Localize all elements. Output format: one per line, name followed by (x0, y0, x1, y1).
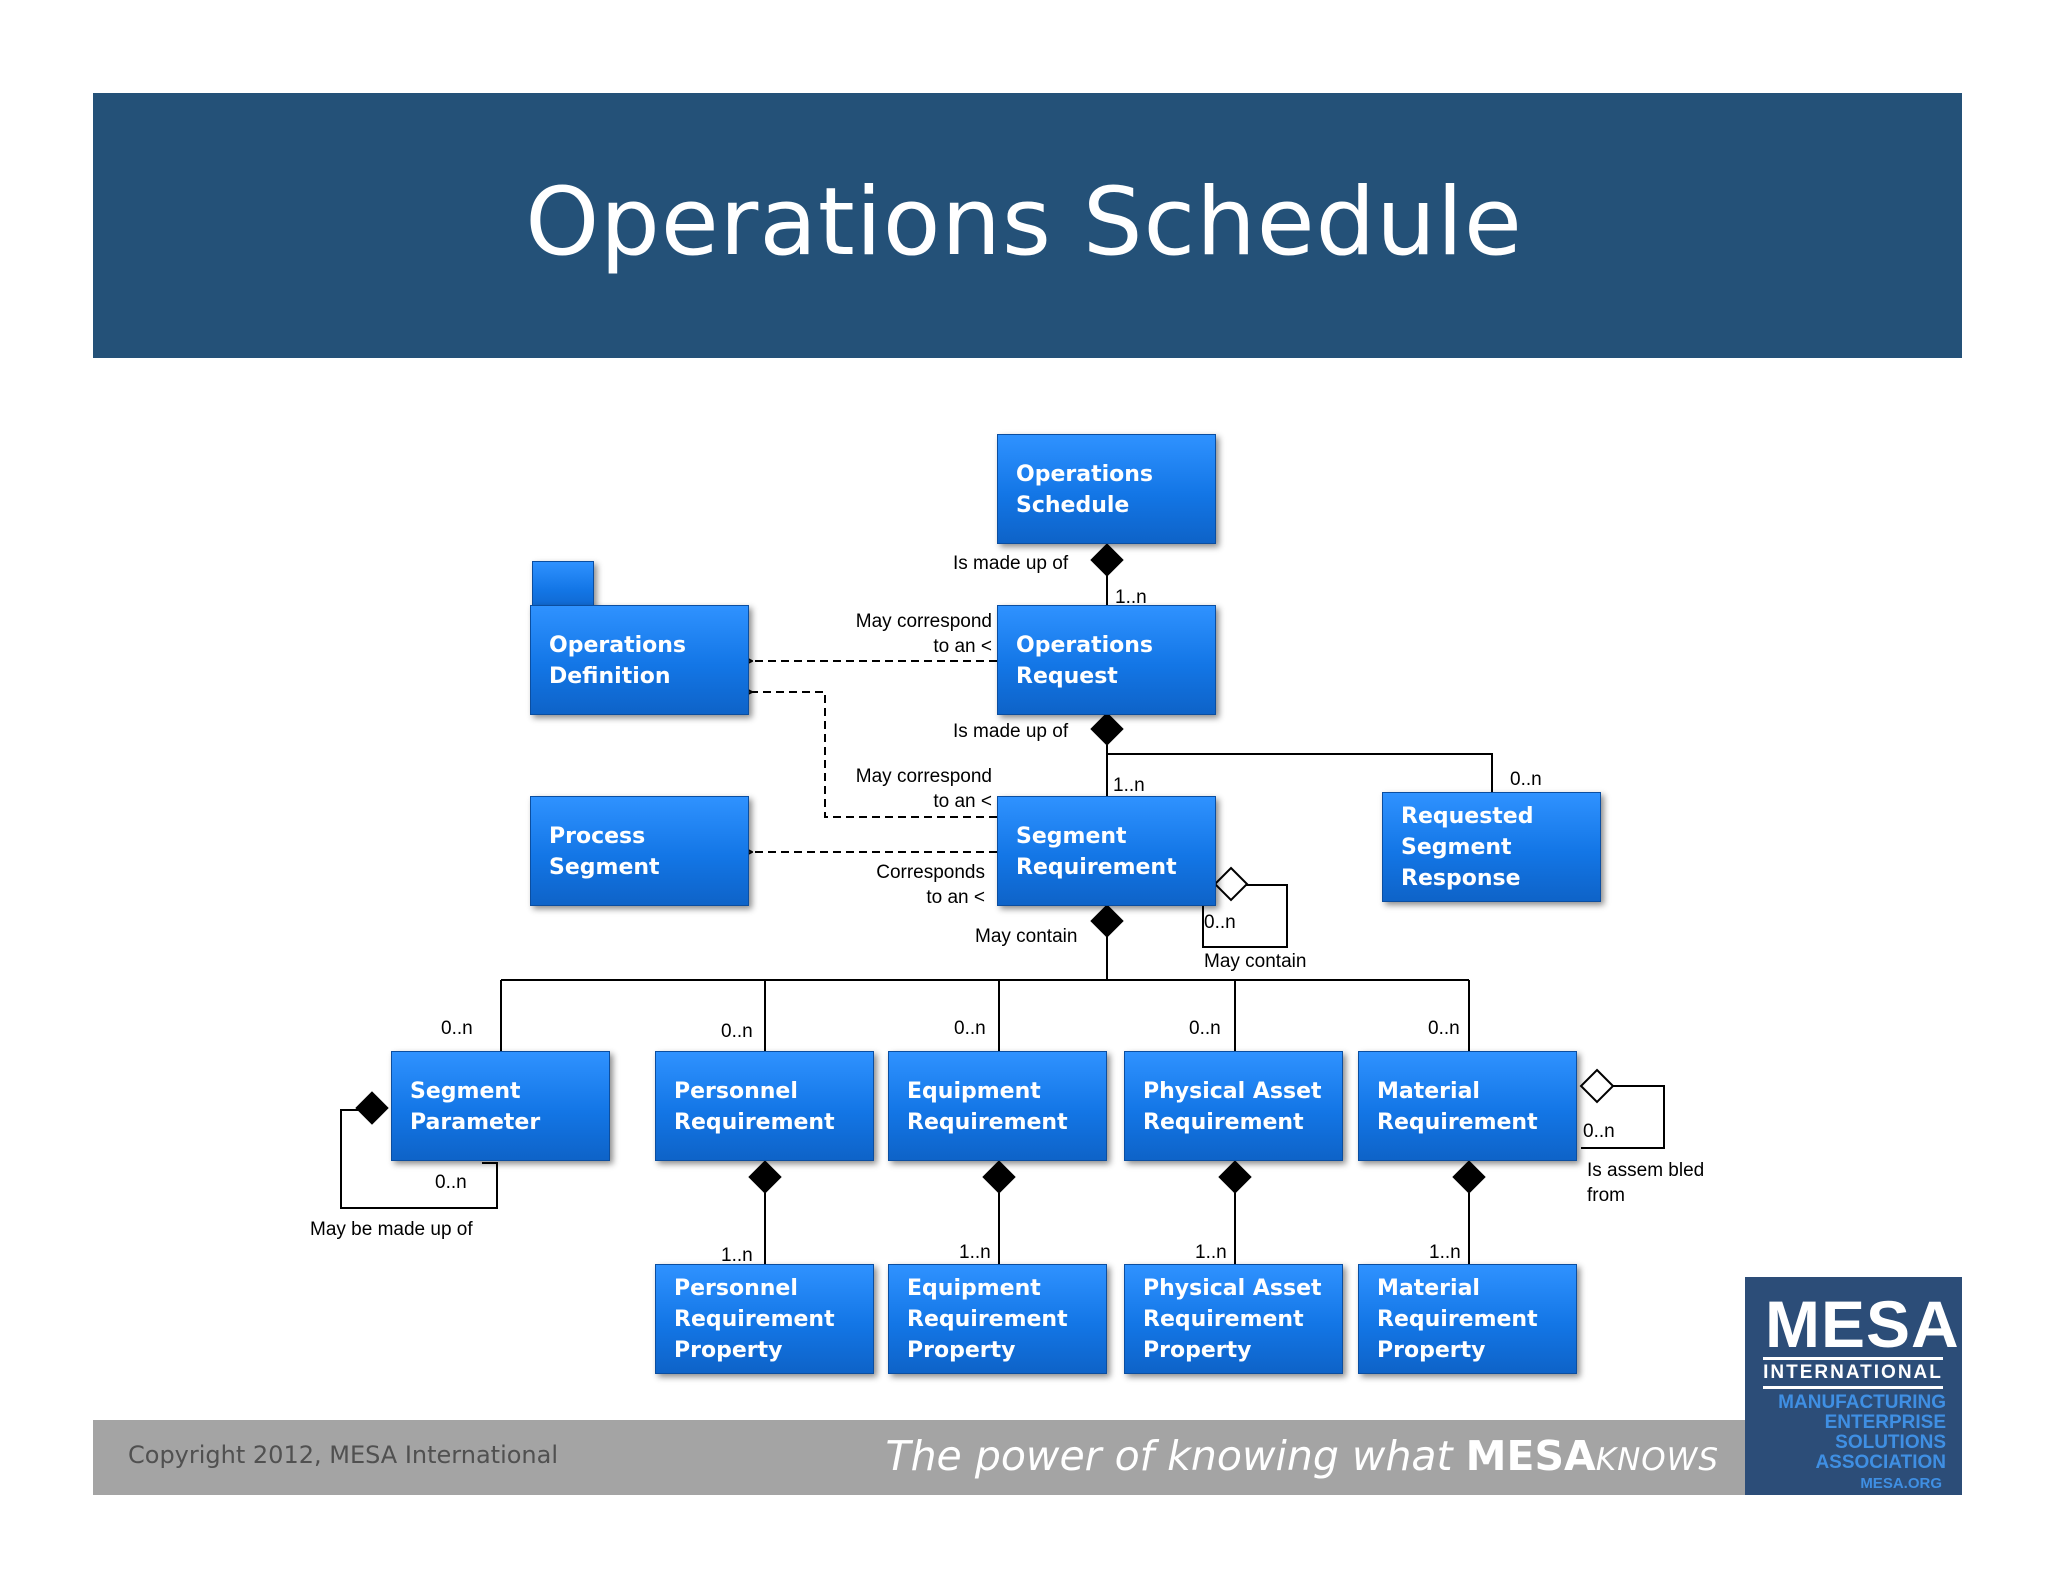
composition-diamond (1090, 904, 1124, 938)
box-operations-definition: Operations Definition (530, 605, 749, 715)
label-is-made-up-of: Is made up of (953, 553, 1069, 574)
multiplicity-label: 0..n (435, 1172, 467, 1193)
multiplicity-label: 1..n (1429, 1242, 1461, 1263)
segreq-definition-ref (752, 692, 997, 818)
composition-diamond (1090, 543, 1124, 577)
multiplicity-label: 0..n (1428, 1018, 1460, 1039)
title-banner (93, 93, 1962, 358)
box-equipment-requirement: Equipment Requirement (888, 1051, 1107, 1161)
tagline-prefix: The power of knowing what (885, 1432, 1466, 1480)
multiplicity-label: 0..n (1510, 769, 1542, 790)
request-response-line (1107, 753, 1493, 792)
tagline-suffix: KNOWS (1595, 1442, 1719, 1478)
multiplicity-label: 1..n (721, 1245, 753, 1266)
multiplicity-label: 0..n (441, 1018, 473, 1039)
box-physical-asset-requirement-property: Physical Asset Requirement Property (1124, 1264, 1343, 1374)
logo-subtitle: INTERNATIONAL (1763, 1357, 1943, 1389)
box-operations-request: Operations Request (997, 605, 1216, 715)
composition-diamond (355, 1091, 389, 1125)
aggregation-diamond (1213, 866, 1249, 902)
matreq-self-loop (1581, 1085, 1665, 1149)
multiplicity-label: 0..n (1204, 912, 1236, 933)
footer-tagline: The power of knowing what MESAKNOWS (886, 1432, 1719, 1480)
box-equipment-requirement-property: Equipment Requirement Property (888, 1264, 1107, 1374)
multiplicity-label: 1..n (1195, 1242, 1227, 1263)
label-may-be-made-up-of: May be made up of (310, 1219, 473, 1240)
tagline-brand: MESA (1465, 1432, 1596, 1480)
slide-title: Operations Schedule (525, 168, 1523, 277)
box-material-requirement: Material Requirement (1358, 1051, 1577, 1161)
composition-diamond (1452, 1160, 1486, 1194)
multiplicity-label: 1..n (1113, 775, 1145, 796)
copyright-text: Copyright 2012, MESA International (128, 1441, 559, 1469)
box-personnel-requirement-property: Personnel Requirement Property (655, 1264, 874, 1374)
box-material-requirement-property: Material Requirement Property (1358, 1264, 1577, 1374)
aggregation-diamond (1579, 1068, 1615, 1104)
logo-wordmark: MESA (1765, 1287, 1960, 1361)
box-personnel-requirement: Personnel Requirement (655, 1051, 874, 1161)
composition-diamond (982, 1160, 1016, 1194)
composition-diamond (1218, 1160, 1252, 1194)
label-corresponds: Corresponds to an < (876, 862, 985, 908)
label-may-correspond: May correspond to an < (855, 766, 992, 812)
composition-diamond (748, 1160, 782, 1194)
box-segment-parameter: Segment Parameter (391, 1051, 610, 1161)
box-requested-segment-response: Requested Segment Response (1382, 792, 1601, 902)
multiplicity-label: 1..n (959, 1242, 991, 1263)
multiplicity-label: 0..n (1189, 1018, 1221, 1039)
label-is-made-up-of: Is made up of (953, 721, 1069, 742)
label-is-assembled-from: Is assem bled from (1587, 1160, 1705, 1206)
multiplicity-label: 1..n (1115, 587, 1147, 608)
mesa-logo: MESA INTERNATIONAL MANUFACTURING ENTERPR… (1745, 1277, 1962, 1495)
label-may-contain: May contain (975, 926, 1078, 947)
multiplicity-label: 0..n (1583, 1121, 1615, 1142)
box-process-segment: Process Segment (530, 796, 749, 906)
label-may-contain: May contain (1204, 951, 1307, 972)
segparam-self-loop (340, 1109, 498, 1209)
box-physical-asset-requirement: Physical Asset Requirement (1124, 1051, 1343, 1161)
multiplicity-label: 0..n (721, 1021, 753, 1042)
logo-url: MESA.ORG (1860, 1475, 1942, 1492)
box-segment-requirement: Segment Requirement (997, 796, 1216, 906)
composition-diamond (1090, 712, 1124, 746)
logo-tagline: MANUFACTURING ENTERPRISE SOLUTIONS ASSOC… (1778, 1392, 1946, 1473)
label-may-correspond: May correspond to an < (855, 611, 992, 657)
footer-bar (93, 1420, 1745, 1495)
box-operations-schedule: Operations Schedule (997, 434, 1216, 544)
multiplicity-label: 0..n (954, 1018, 986, 1039)
